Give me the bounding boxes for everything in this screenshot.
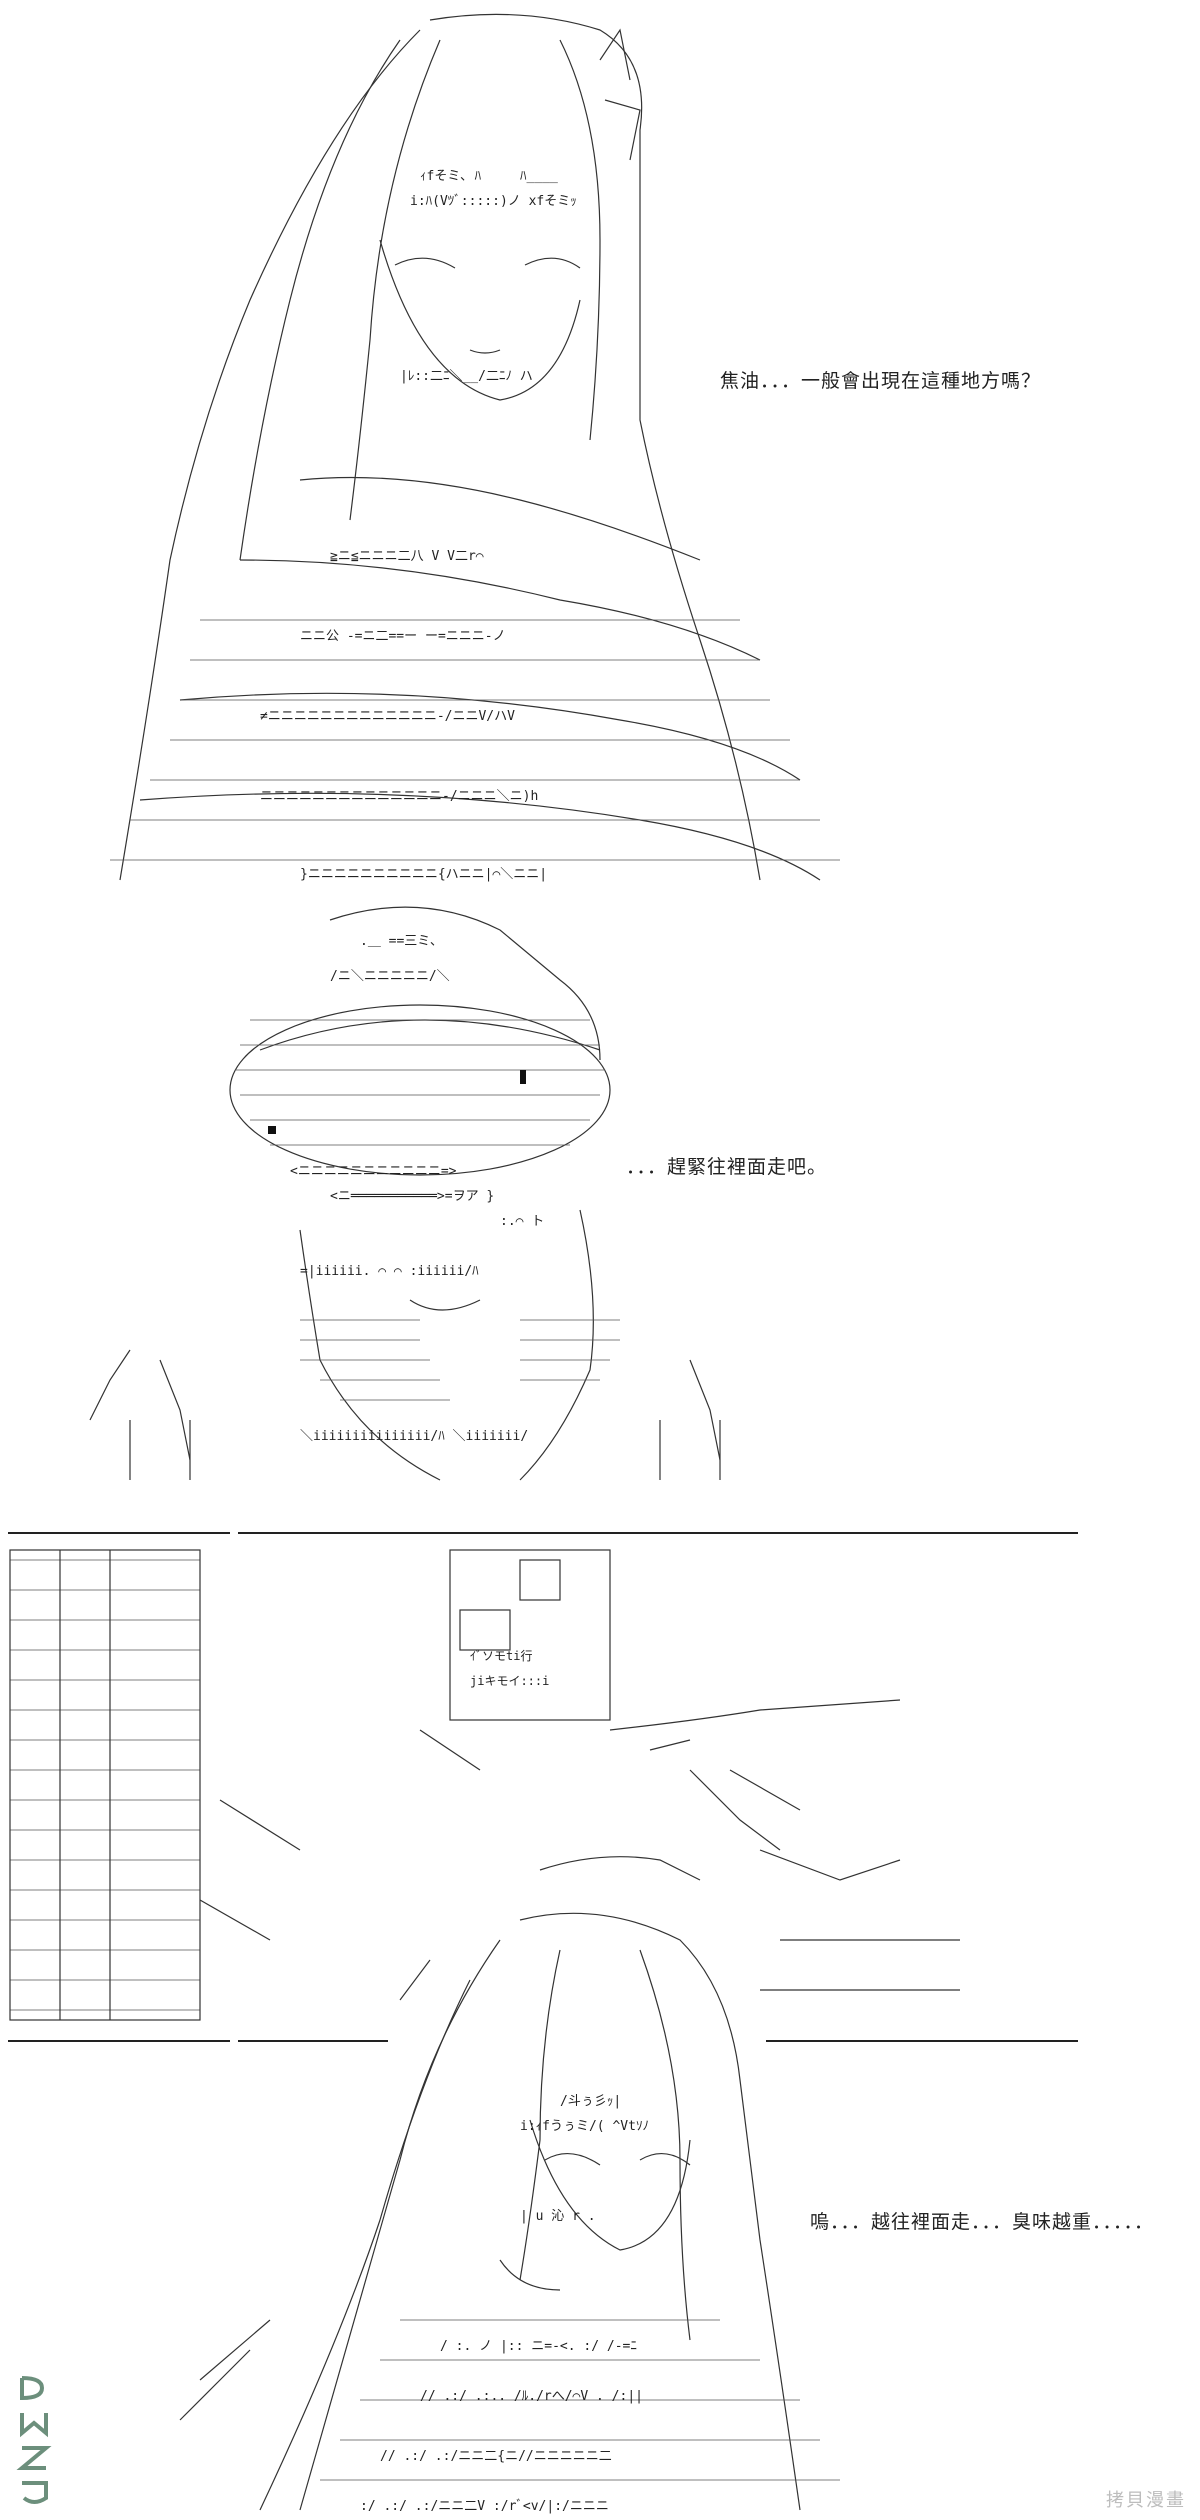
site-watermark: 拷貝漫畫 — [1106, 2490, 1186, 2511]
dialogue-panel-3: 嗚．．．越往裡面走．．．臭味越重．．．．． — [810, 2211, 1155, 2233]
svg-text:/ :. ノ |:: ニ=-<. :/ /-=ﾆ: / :. ノ |:: ニ=-<. :/ /-=ﾆ — [440, 2339, 637, 2354]
character-girl-closeup-art: /斗ぅ彡ｯ| i:ｨfうぅミ/( ^Vtｿﾉ | u 沁 r . / :. ノ … — [179, 1912, 840, 2514]
dialogue-panel-1: 焦油．．．一般會出現在這種地方嗎？ — [720, 370, 1042, 392]
svg-text:i:ﾊ(Vﾂﾞ:::::)ノ xfそミｯ: i:ﾊ(Vﾂﾞ:::::)ノ xfそミｯ — [410, 194, 577, 209]
panel-border-top-left — [8, 1532, 230, 1534]
dialogue-panel-2: ．．．趕緊往裡面走吧。 — [626, 1156, 828, 1178]
svg-text:＼iiiiiiiiiiiiiii/ﾊ ＼iiiiiii/: ＼iiiiiiiiiiiiiii/ﾊ ＼iiiiiii/ — [300, 1429, 528, 1444]
svg-text:ニニ公 -=ニ二==ー ー=ニニニ-ノ: ニニ公 -=ニ二==ー ー=ニニニ-ノ — [300, 629, 506, 644]
panel-2: .＿ ==三ミ､ /ニ＼ニニニニニ/＼ <ニニニニニニニニニニニ=> <ニ═══… — [0, 900, 1200, 1520]
svg-text::/ .:/ .:/ニニ二V :/rﾞ<v/|:/ニニニ: :/ .:/ .:/ニニ二V :/rﾞ<v/|:/ニニニ — [360, 2499, 609, 2514]
svg-text:// .:/ .:.. /ﾙ./rへ/⌒V . /:||: // .:/ .:.. /ﾙ./rへ/⌒V . /:|| — [420, 2389, 643, 2404]
panel-1: ｨfそミ､ ﾊ ﾊ____ i:ﾊ(Vﾂﾞ:::::)ノ xfそミｯ |ﾚ::二… — [0, 0, 1200, 900]
svg-text:/ニ＼ニニニニニ/＼: /ニ＼ニニニニニ/＼ — [330, 969, 450, 984]
svg-text::.⌒ ト: :.⌒ ト — [500, 1214, 544, 1229]
svg-text:ｲﾞソモti行: ｲﾞソモti行 — [470, 1649, 532, 1663]
svg-text:ｨfそミ､ ﾊ: ｨfそミ､ ﾊ — [420, 169, 482, 184]
svg-text:<ニニニニニニニニニニニ=>: <ニニニニニニニニニニニ=> — [290, 1164, 457, 1179]
panel-3: ｲﾞソモti行 jiキモイ:::i — [0, 1520, 1200, 2520]
character-hat-art: .＿ ==三ミ､ /ニ＼ニニニニニ/＼ <ニニニニニニニニニニニ=> <ニ═══… — [89, 906, 721, 1481]
svg-text:| u 沁 r .: | u 沁 r . — [520, 2209, 596, 2224]
svg-text:<ニ═══════════>=ヲア }: <ニ═══════════>=ヲア } — [330, 1189, 494, 1204]
svg-text:jiキモイ:::i: jiキモイ:::i — [470, 1674, 549, 1688]
svg-text:ニニニニニニニニニニニニニニ-/ニニニ＼ニ)h: ニニニニニニニニニニニニニニ-/ニニニ＼ニ)h — [260, 789, 538, 804]
svg-text:}ニニニニニニニニニニ{ハニニ|⌒＼ニニ|: }ニニニニニニニニニニ{ハニニ|⌒＼ニニ| — [300, 867, 547, 882]
svg-text:i:ｨfうぅミ/( ^Vtｿﾉ: i:ｨfうぅミ/( ^Vtｿﾉ — [520, 2119, 649, 2134]
svg-text:.＿ ==三ミ､: .＿ ==三ミ､ — [360, 934, 437, 949]
panel-border-bottom-right — [766, 2040, 1078, 2042]
svg-text:≧ニ≦ニニニ二八 V V二r⌒: ≧ニ≦ニニニ二八 V V二r⌒ — [330, 549, 484, 564]
svg-text:/斗ぅ彡ｯ|: /斗ぅ彡ｯ| — [560, 2094, 621, 2109]
svg-text:ﾊ____: ﾊ____ — [520, 169, 558, 184]
svg-text:=|iiiiii. ⌒ ⌒ :iiiiii/ﾊ: =|iiiiii. ⌒ ⌒ :iiiiii/ﾊ — [300, 1264, 479, 1279]
panel-border-bottom-mid — [238, 2040, 388, 2042]
svg-text:|ﾚ::二ﾆ＼__/二ﾆﾉ ハ: |ﾚ::二ﾆ＼__/二ﾆﾉ ハ — [400, 369, 533, 384]
logo-watermark — [16, 2376, 52, 2504]
panel-border-bottom-left — [8, 2040, 230, 2042]
background-shelves-art: ｲﾞソモti行 jiキモイ:::i — [9, 1549, 960, 2021]
character-girl-long-hair-art: ｨfそミ､ ﾊ ﾊ____ i:ﾊ(Vﾂﾞ:::::)ノ xfそミｯ |ﾚ::二… — [110, 13, 840, 882]
svg-text:≠ニニニニニニニニニニニニニ-/ニニV/ハV: ≠ニニニニニニニニニニニニニ-/ニニV/ハV — [260, 709, 515, 724]
svg-text:// .:/ .:/ニニ二{ニ//ニニニニニ二: // .:/ .:/ニニ二{ニ//ニニニニニ二 — [380, 2449, 612, 2464]
panel-border-top-right — [238, 1532, 1078, 1534]
